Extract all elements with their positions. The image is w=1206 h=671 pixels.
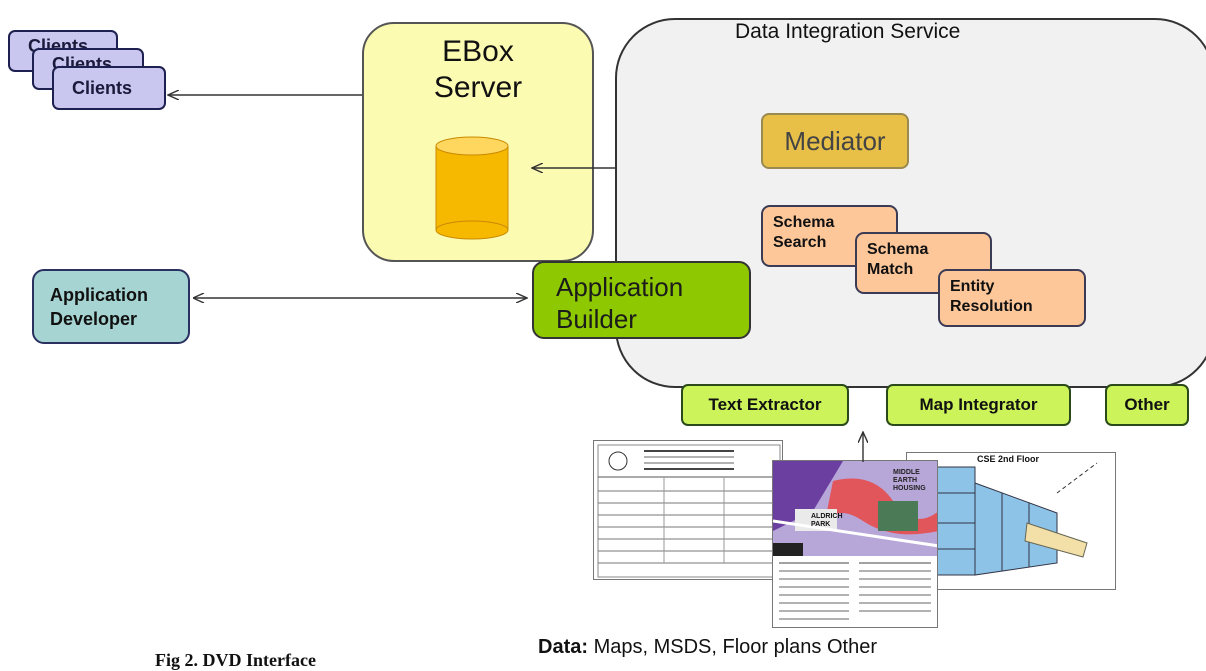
other-extractor-box: Other	[1105, 384, 1189, 426]
text-extractor-label: Text Extractor	[708, 395, 822, 414]
ebox-server-title: EBox Server	[362, 34, 594, 106]
text-extractor-box: Text Extractor	[681, 384, 849, 426]
map-integrator-box: Map Integrator	[886, 384, 1071, 426]
map-label-middle-earth: MIDDLE EARTH HOUSING	[893, 469, 926, 492]
schema-match-line1: Schema	[867, 241, 929, 258]
application-builder-line2: Builder	[556, 304, 637, 334]
client-box-front: Clients	[52, 66, 166, 110]
mediator-box: Mediator	[761, 113, 909, 169]
ebox-title-line2: Server	[433, 71, 523, 104]
application-developer-box: Application Developer	[32, 269, 190, 344]
msds-document-thumbnail	[593, 440, 783, 580]
schema-match-line2: Match	[867, 261, 914, 278]
other-extractor-label: Other	[1124, 395, 1170, 414]
client-label-front: Clients	[72, 77, 133, 98]
data-caption: Data: Maps, MSDS, Floor plans Other	[538, 636, 877, 659]
application-developer-line2: Developer	[50, 309, 138, 329]
figure-caption: Fig 2. DVD Interface	[155, 650, 316, 670]
mediator-label: Mediator	[784, 125, 886, 156]
data-caption-prefix: Data:	[538, 636, 589, 658]
floor-plan-title: CSE 2nd Floor	[977, 454, 1040, 464]
map-thumbnail: ALDRICH PARK MIDDLE EARTH HOUSING	[772, 460, 938, 628]
msds-form-drawing	[597, 444, 781, 578]
map-integrator-label: Map Integrator	[919, 395, 1038, 414]
schema-search-line1: Schema	[773, 214, 835, 231]
schema-search-line2: Search	[773, 234, 827, 251]
map-label-aldrich: ALDRICH PARK	[811, 513, 843, 528]
entity-resolution-line2: Resolution	[950, 298, 1033, 315]
application-developer-line1: Application	[50, 285, 148, 305]
entity-resolution-line1: Entity	[950, 278, 995, 295]
ebox-title-line1: EBox	[442, 35, 514, 68]
entity-resolution-box: Entity Resolution	[938, 269, 1086, 327]
data-integration-service-title: Data Integration Service	[735, 20, 961, 43]
database-cylinder-icon	[435, 136, 509, 240]
application-builder-box: Application Builder	[532, 261, 751, 339]
campus-map-drawing	[773, 461, 937, 627]
application-builder-line1: Application	[556, 272, 684, 302]
data-caption-text: Maps, MSDS, Floor plans Other	[588, 636, 877, 658]
